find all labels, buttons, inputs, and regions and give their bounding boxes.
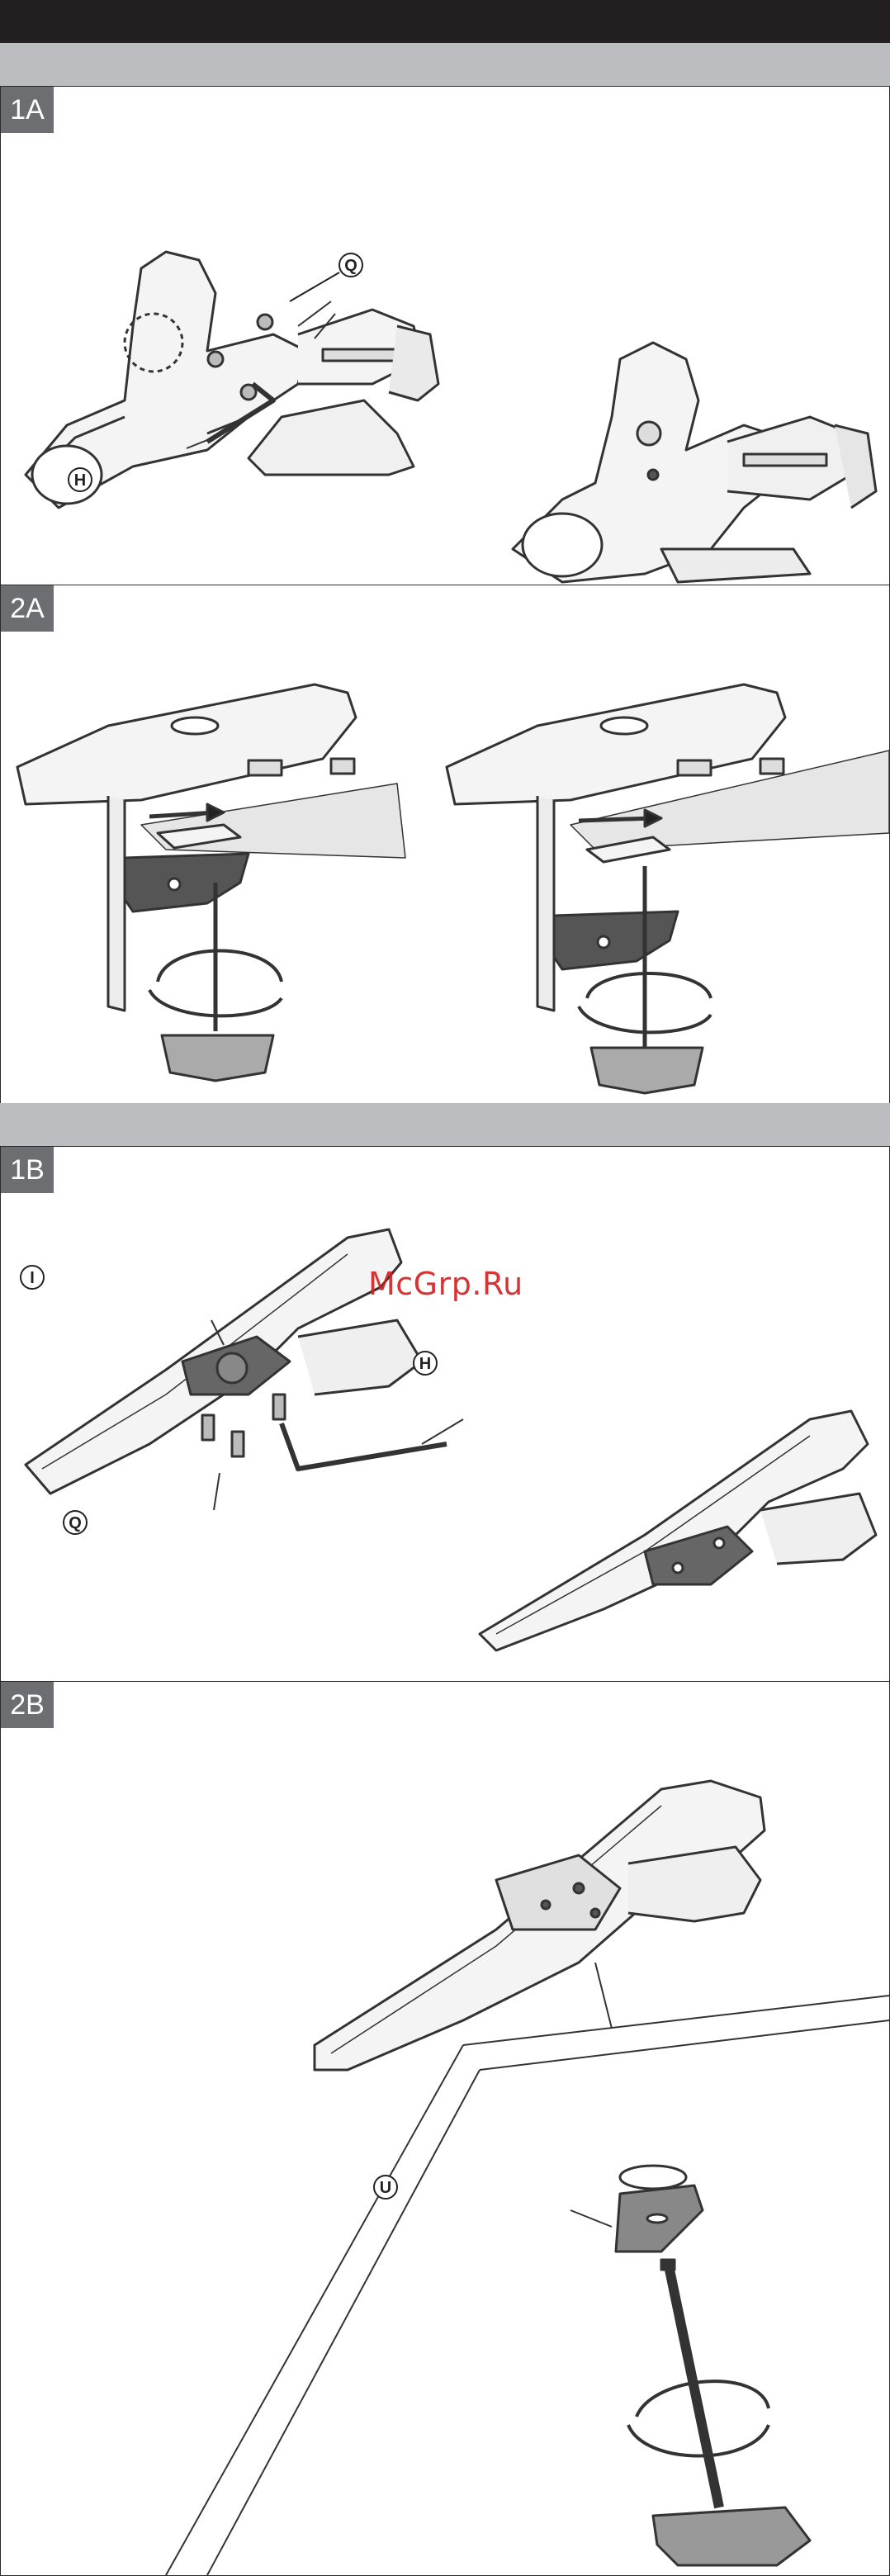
panel-step-1a: 1A (0, 86, 890, 586)
section-header-bar-1 (0, 43, 890, 86)
pointer-arrow-q (290, 272, 339, 301)
callout-q-1a: Q (344, 257, 357, 275)
section-header-bar-2 (0, 1103, 890, 1146)
panel-step-2b: 2B (0, 1681, 890, 2576)
illustration-2a (1, 585, 889, 1104)
panel-step-1b: 1B I H (0, 1146, 890, 1683)
top-header-bar (0, 0, 890, 43)
callout-i-1b: I (30, 1269, 35, 1287)
illustration-2b: U (1, 1682, 889, 2575)
callout-u-2b: U (380, 2179, 391, 2197)
panel-step-2a: 2A (0, 585, 890, 1105)
callout-q-1b: Q (69, 1514, 82, 1532)
watermark-text: McGrp.Ru (368, 1266, 523, 1302)
illustration-1b: I H Q (1, 1147, 889, 1682)
callout-h-1a: H (74, 471, 86, 490)
callout-h-1b: H (419, 1355, 431, 1373)
illustration-1a: Q H (1, 87, 889, 585)
